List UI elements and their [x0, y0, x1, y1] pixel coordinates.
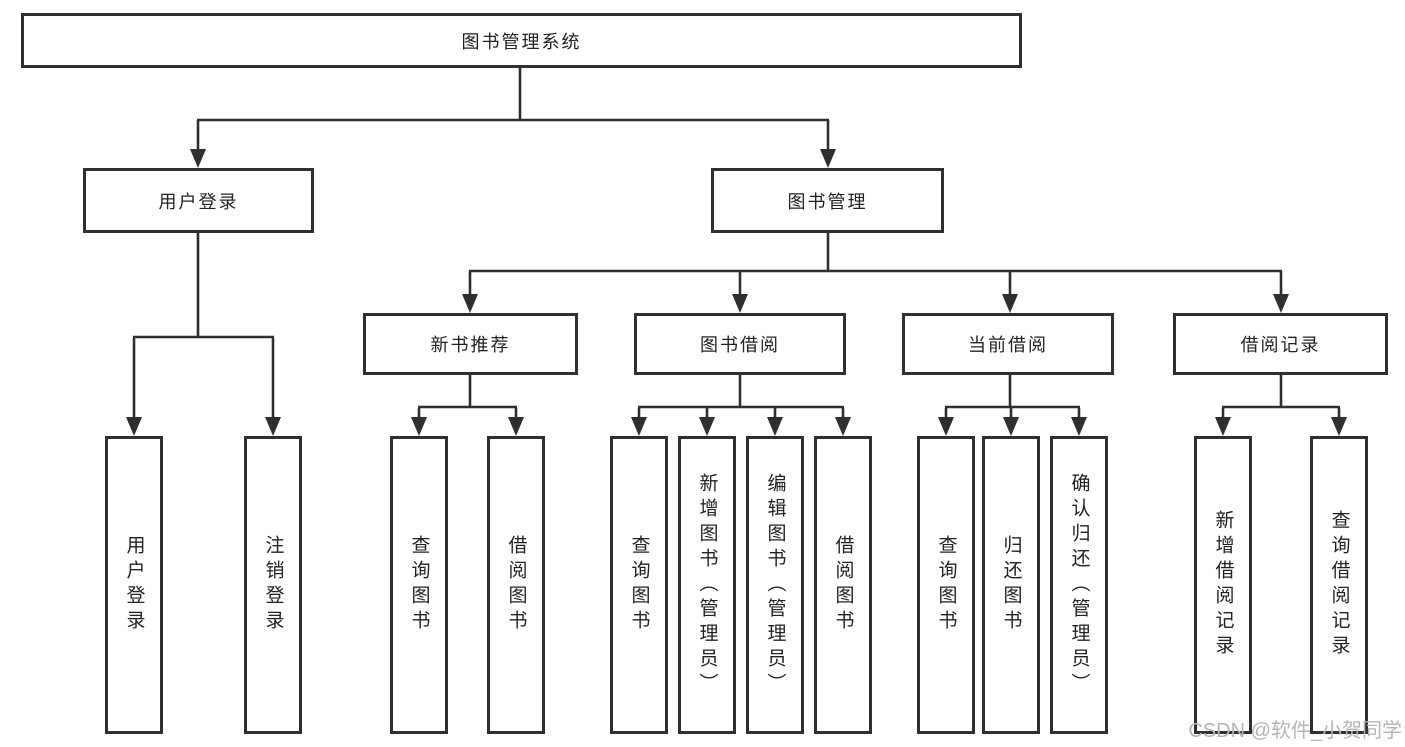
arrowhead — [699, 417, 715, 436]
leaf-borrow-books-recommend: 借阅图书 — [487, 436, 545, 734]
arrowhead — [1003, 417, 1019, 436]
leaf-borrow-books-borrowing-label: 借阅图书 — [832, 535, 854, 635]
leaf-query-borrow-record-label: 查询借阅记录 — [1328, 510, 1350, 660]
node-book-borrowing: 图书借阅 — [634, 313, 846, 375]
leaf-query-books-borrowing-label: 查询图书 — [628, 535, 650, 635]
connector-user-login-branch — [126, 233, 281, 436]
connector-current-borrow-branch — [938, 375, 1087, 436]
node-new-book-recommend-label: 新书推荐 — [430, 335, 511, 355]
leaf-add-books-admin: 新增图书（管理员） — [678, 436, 736, 734]
arrowhead — [1002, 294, 1018, 313]
node-book-borrowing-label: 图书借阅 — [700, 335, 780, 355]
leaf-return-books-label: 归还图书 — [1000, 535, 1022, 635]
arrowhead — [732, 294, 748, 313]
leaf-edit-books-admin-label: 编辑图书（管理员） — [764, 472, 786, 698]
leaf-add-borrow-record-label: 新增借阅记录 — [1212, 510, 1234, 660]
arrowhead — [631, 417, 647, 436]
leaf-query-books-recommend: 查询图书 — [390, 436, 448, 734]
leaf-edit-books-admin: 编辑图书（管理员） — [746, 436, 804, 734]
connector-new-book-branch — [411, 375, 524, 436]
node-user-login: 用户登录 — [83, 168, 314, 233]
leaf-confirm-return-admin-label: 确认归还（管理员） — [1068, 472, 1090, 698]
arrowhead — [820, 149, 836, 168]
arrowhead — [1273, 294, 1289, 313]
node-borrowing-records: 借阅记录 — [1173, 313, 1388, 375]
arrowhead — [1331, 417, 1347, 436]
leaf-query-books-borrowing: 查询图书 — [610, 436, 668, 734]
node-book-management-label: 图书管理 — [787, 191, 868, 212]
node-borrowing-records-label: 借阅记录 — [1240, 335, 1321, 355]
node-library-system-label: 图书管理系统 — [461, 31, 582, 52]
arrowhead — [1215, 417, 1231, 436]
leaf-logout: 注销登录 — [244, 436, 302, 734]
leaf-query-books-current-label: 查询图书 — [935, 535, 957, 635]
connector-book-mgmt-to-level3 — [462, 233, 1289, 313]
arrowhead — [190, 149, 206, 168]
connector-root-to-level2 — [190, 68, 836, 168]
arrowhead — [265, 417, 281, 436]
leaf-user-login-label: 用户登录 — [123, 535, 145, 635]
arrowhead — [126, 417, 142, 436]
node-library-system: 图书管理系统 — [21, 13, 1022, 68]
leaf-add-borrow-record: 新增借阅记录 — [1194, 436, 1252, 734]
leaf-add-books-admin-label: 新增图书（管理员） — [696, 472, 718, 698]
leaf-logout-label: 注销登录 — [262, 535, 284, 635]
leaf-query-books-recommend-label: 查询图书 — [408, 535, 430, 635]
leaf-query-books-current: 查询图书 — [917, 436, 975, 734]
arrowhead — [1071, 417, 1087, 436]
arrowhead — [938, 417, 954, 436]
arrowhead — [835, 417, 851, 436]
arrowhead — [508, 417, 524, 436]
connector-borrow-records-branch — [1215, 375, 1347, 436]
leaf-confirm-return-admin: 确认归还（管理员） — [1050, 436, 1108, 734]
node-current-borrowing: 当前借阅 — [902, 313, 1114, 375]
arrowhead — [411, 417, 427, 436]
node-user-login-label: 用户登录 — [158, 191, 239, 212]
leaf-return-books: 归还图书 — [982, 436, 1040, 734]
csdn-watermark: CSDN @软件_小贺同学 — [1188, 720, 1402, 742]
arrowhead — [767, 417, 783, 436]
leaf-borrow-books-borrowing: 借阅图书 — [814, 436, 872, 734]
node-current-borrowing-label: 当前借阅 — [968, 335, 1048, 355]
node-new-book-recommend: 新书推荐 — [363, 313, 578, 375]
arrowhead — [462, 294, 478, 313]
leaf-user-login: 用户登录 — [105, 436, 163, 734]
leaf-query-borrow-record: 查询借阅记录 — [1310, 436, 1368, 734]
connector-book-borrow-branch — [631, 375, 851, 436]
node-book-management: 图书管理 — [711, 168, 944, 233]
leaf-borrow-books-recommend-label: 借阅图书 — [505, 535, 527, 635]
